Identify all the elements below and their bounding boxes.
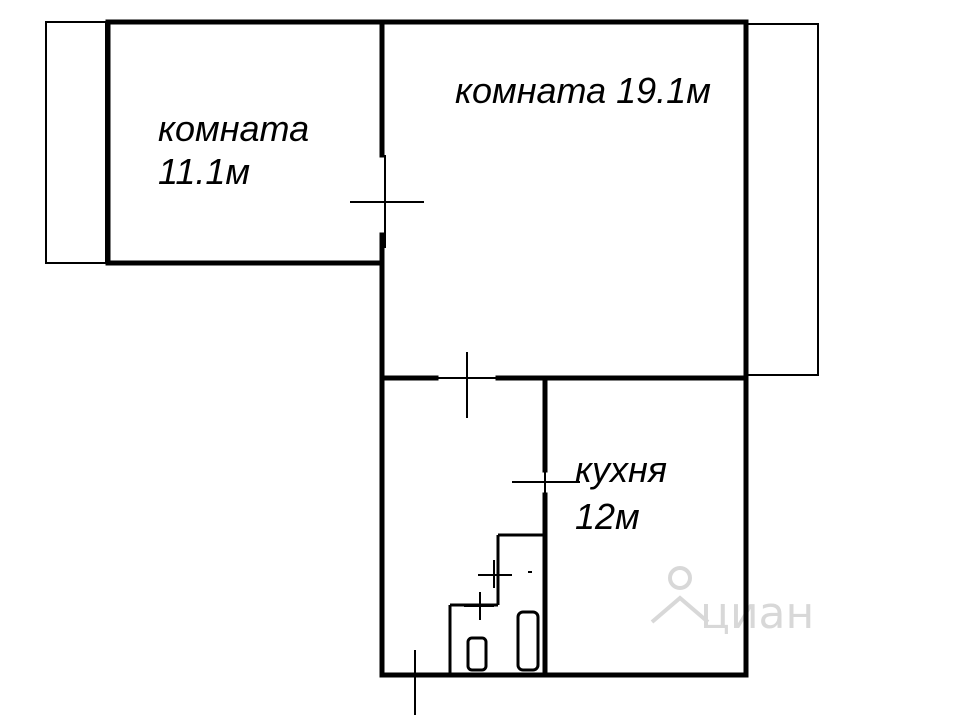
watermark-text: циан [700,588,814,639]
watermark: циан [650,566,814,639]
balcony-left [45,21,107,264]
cian-logo-icon [650,566,710,624]
toilet-icon [466,636,488,672]
kitchen-label-line1: кухня [575,449,667,490]
room-large-label: комната 19.1м [455,70,711,111]
walls [105,19,749,678]
kitchen-label-line2: 12м [575,496,640,537]
fixtures [466,610,540,672]
balcony-right [745,23,819,376]
room-small-label-line2: 11.1м [158,151,250,192]
bathtub-icon [516,610,540,672]
room-small-label-line1: комната [158,108,309,149]
door-marks [350,155,580,715]
